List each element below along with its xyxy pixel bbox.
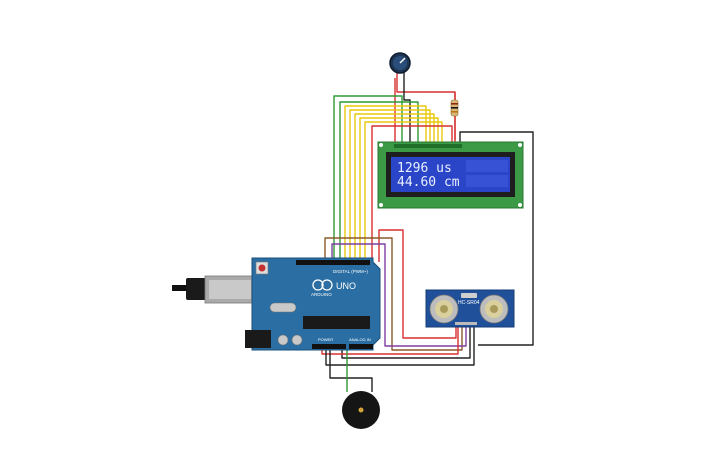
wires — [321, 72, 534, 392]
wire-buzzer-black[interactable] — [329, 348, 373, 392]
wire-purple[interactable] — [331, 243, 467, 347]
lcd-line-2: 44.60 cm — [397, 175, 460, 190]
arduino-uno[interactable]: DIGITAL (PWM~) ARDUINO UNO POWER ANALOG … — [172, 257, 381, 351]
sensor-pins — [455, 322, 477, 325]
wire-black-lcd-gnd[interactable] — [459, 131, 534, 346]
lcd-line-1: 1296 us — [397, 161, 452, 176]
wire-red-sensor-bottom[interactable] — [321, 325, 459, 355]
wire-black-bottom-2[interactable] — [325, 325, 475, 366]
power-jack — [245, 330, 271, 348]
wire-green-1[interactable] — [333, 95, 403, 262]
analog-label: ANALOG IN — [349, 337, 371, 342]
lcd-header-pins — [394, 144, 462, 148]
usb-cable — [172, 275, 256, 304]
wire-red-vcc[interactable] — [378, 229, 457, 339]
wire-yellow-5[interactable] — [364, 121, 443, 262]
wire-pot-black[interactable] — [403, 72, 411, 142]
analog-header[interactable] — [349, 344, 373, 349]
microcontroller-chip — [303, 316, 370, 329]
wire-yellow-4[interactable] — [359, 117, 439, 262]
wire-yellow-3[interactable] — [354, 113, 435, 262]
power-header[interactable] — [312, 344, 346, 349]
resistor[interactable] — [450, 99, 459, 117]
lcd-module[interactable]: 1296 us 44.60 cm — [377, 141, 524, 209]
power-label: POWER — [318, 337, 333, 342]
wire-yellow-1[interactable] — [344, 105, 427, 262]
digital-header[interactable] — [296, 260, 370, 265]
model-text: UNO — [336, 281, 356, 291]
potentiometer[interactable] — [389, 52, 411, 74]
sensor-transducer-right — [479, 294, 509, 324]
ultrasonic-sensor[interactable]: HC-SR04 — [425, 289, 515, 328]
piezo-buzzer[interactable] — [342, 391, 380, 429]
sensor-transducer-left — [429, 294, 459, 324]
digital-label: DIGITAL (PWM~) — [333, 269, 368, 274]
lcd-char-grid — [466, 160, 508, 187]
logo-text: ARDUINO — [311, 292, 332, 297]
wire-black-sensor[interactable] — [341, 325, 471, 359]
arduino-logo: ARDUINO UNO — [311, 279, 356, 297]
sensor-model: HC-SR04 — [458, 300, 480, 306]
wire-red-lcd[interactable] — [371, 125, 453, 262]
